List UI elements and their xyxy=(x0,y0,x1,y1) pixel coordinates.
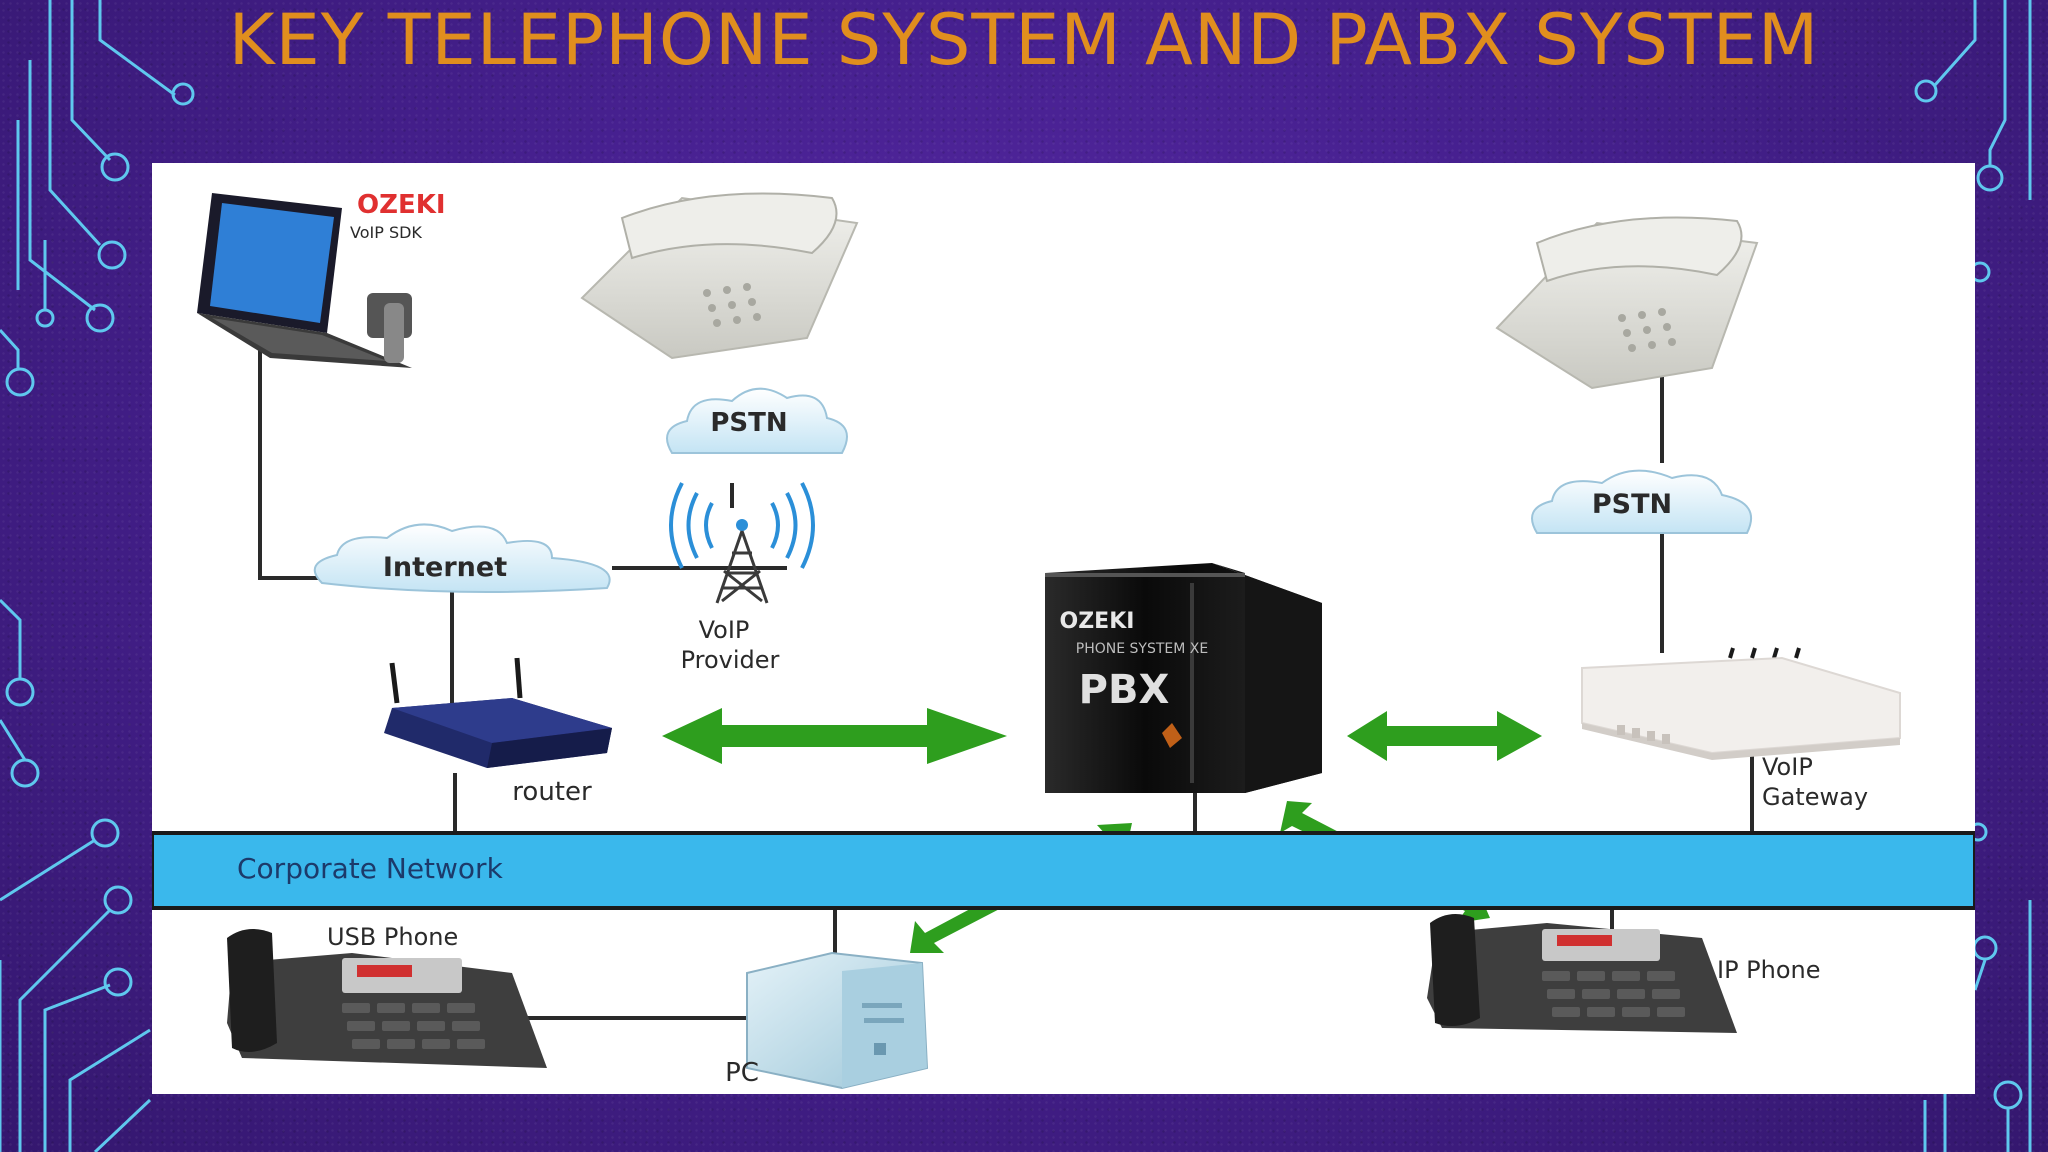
pc-label: PC xyxy=(725,1058,759,1088)
desk-phone-top-right-icon xyxy=(1495,216,1759,390)
pbx-sub-label: PHONE SYSTEM XE xyxy=(1076,641,1208,657)
pc-tower-icon xyxy=(746,951,929,1090)
internet-label: Internet xyxy=(383,552,507,583)
voip-gateway-label-2: Gateway xyxy=(1762,783,1868,811)
laptop-icon xyxy=(197,193,412,368)
laptop-brand-label: OZEKI xyxy=(357,190,446,220)
voip-provider-label-2: Provider xyxy=(681,646,780,674)
diagram-canvas: OZEKI VoIP SDK PSTN xyxy=(152,190,1975,1090)
network-diagram: OZEKI VoIP SDK PSTN xyxy=(152,163,1975,1094)
pstn-left-label: PSTN xyxy=(710,408,787,438)
connection-lines xyxy=(258,333,1754,1020)
antenna-tower-icon xyxy=(669,482,815,604)
router-label: router xyxy=(512,777,592,807)
pbx-brand-label: OZEKI xyxy=(1060,609,1135,634)
pbx-server-icon xyxy=(1045,563,1322,793)
pstn-cloud-left-icon xyxy=(666,387,848,454)
ip-phone-icon xyxy=(1427,914,1737,1033)
pbx-label: PBX xyxy=(1079,667,1170,713)
pstn-cloud-right-icon xyxy=(1531,469,1752,534)
pstn-right-label: PSTN xyxy=(1592,489,1672,520)
router-icon xyxy=(384,657,612,768)
ip-phone-label: IP Phone xyxy=(1717,956,1821,984)
corporate-network-bar xyxy=(152,831,1975,910)
arrow-pbx-gateway xyxy=(1347,711,1542,761)
voip-gateway-icon xyxy=(1581,647,1901,760)
arrow-router-pbx xyxy=(662,708,1007,764)
usb-phone-label: USB Phone xyxy=(327,923,458,951)
desk-phone-top-center-icon xyxy=(580,192,859,360)
slide-title: KEY TELEPHONE SYSTEM AND PABX SYSTEM xyxy=(228,0,1820,81)
internet-cloud-icon xyxy=(313,523,611,593)
corporate-network-label: Corporate Network xyxy=(237,852,504,885)
usb-phone-icon xyxy=(227,929,547,1068)
laptop-sub-label: VoIP SDK xyxy=(350,223,422,242)
voip-provider-label-1: VoIP xyxy=(699,616,750,644)
voip-gateway-label-1: VoIP xyxy=(1762,753,1813,781)
